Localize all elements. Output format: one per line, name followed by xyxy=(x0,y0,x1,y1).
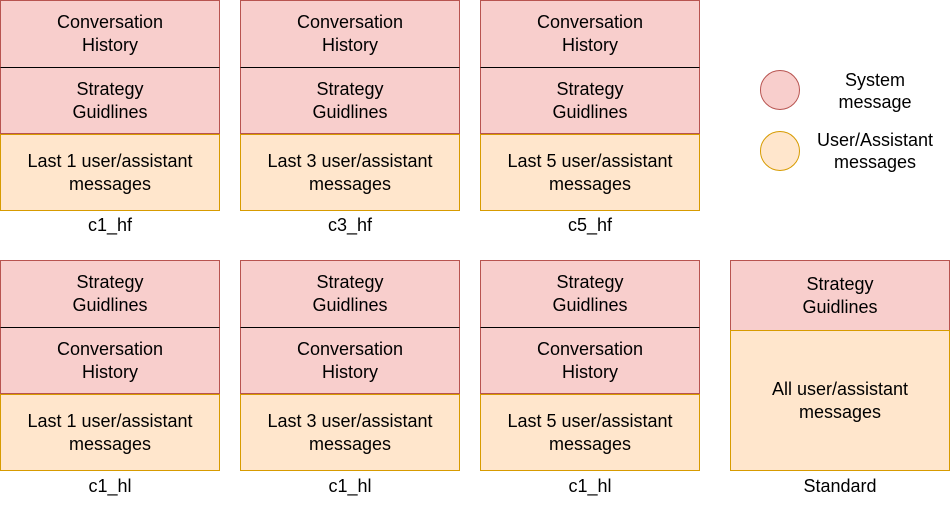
user-legend-label: User/Assistant messages xyxy=(816,130,934,172)
block-1: Strategy Guidlines xyxy=(480,67,700,134)
block-0: Conversation History xyxy=(240,0,460,68)
block-1: Conversation History xyxy=(240,327,460,394)
config-label: c1_hl xyxy=(328,476,372,496)
block-0: Strategy Guidlines xyxy=(0,260,220,328)
block-1: Strategy Guidlines xyxy=(240,67,460,134)
block-1: Conversation History xyxy=(480,327,700,394)
block-0: Strategy Guidlines xyxy=(730,260,950,331)
config-label: c1_hf xyxy=(87,215,133,235)
config-label: Standard xyxy=(803,476,877,496)
block-0: Strategy Guidlines xyxy=(480,260,700,328)
block-2: Last 3 user/assistant messages xyxy=(240,394,460,471)
block-2: Last 1 user/assistant messages xyxy=(0,134,220,211)
config-label: c1_hl xyxy=(568,476,612,496)
block-0: Strategy Guidlines xyxy=(240,260,460,328)
block-1: All user/assistant messages xyxy=(730,330,950,471)
user-legend-swatch xyxy=(760,131,800,171)
block-0: Conversation History xyxy=(0,0,220,68)
config-label: c3_hf xyxy=(327,215,373,235)
block-2: Last 5 user/assistant messages xyxy=(480,394,700,471)
block-1: Conversation History xyxy=(0,327,220,394)
block-1: Strategy Guidlines xyxy=(0,67,220,134)
system-legend-label: System message xyxy=(838,70,912,112)
block-2: Last 5 user/assistant messages xyxy=(480,134,700,211)
config-label: c5_hf xyxy=(567,215,613,235)
system-legend-swatch xyxy=(760,70,800,110)
block-0: Conversation History xyxy=(480,0,700,68)
block-2: Last 3 user/assistant messages xyxy=(240,134,460,211)
block-2: Last 1 user/assistant messages xyxy=(0,394,220,471)
config-label: c1_hl xyxy=(88,476,132,496)
